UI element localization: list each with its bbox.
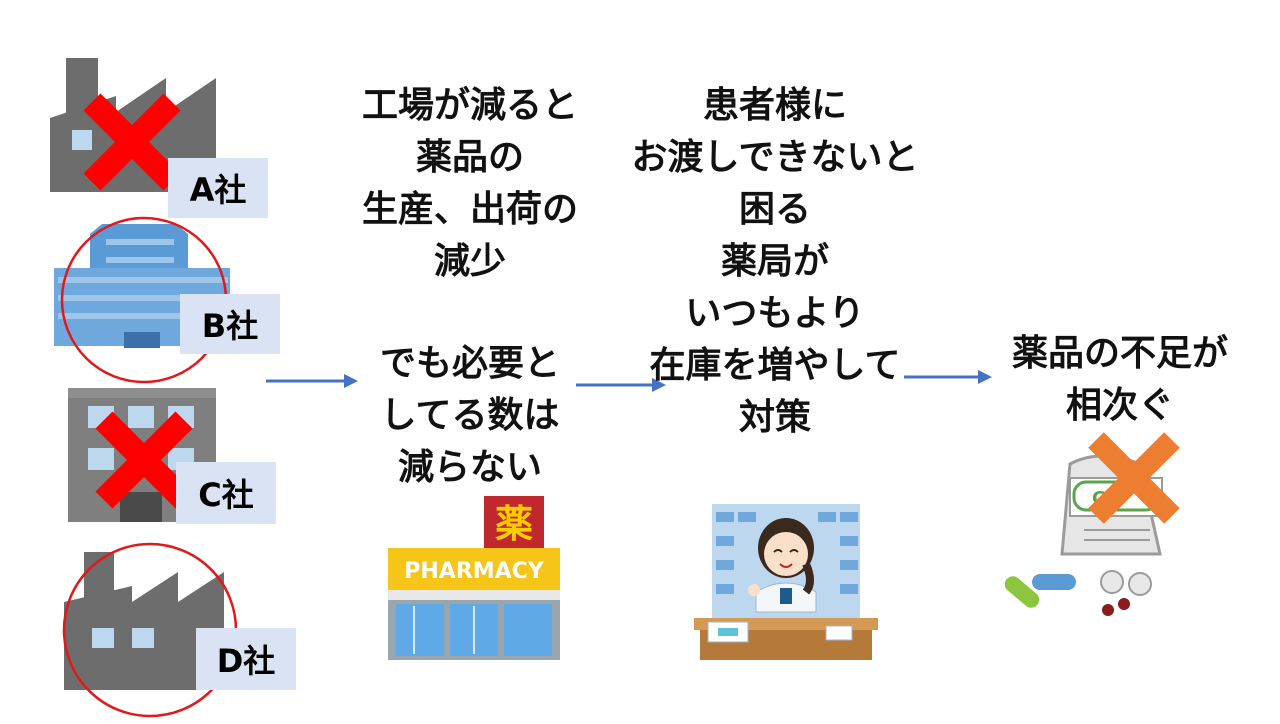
pharmacist-icon	[694, 504, 878, 660]
pharmacy-kanji-sign: 薬	[495, 502, 533, 546]
cross-mark-a	[83, 93, 181, 191]
pharmacy-icon: 薬 PHARMACY	[388, 496, 560, 660]
cross-mark-shortage	[1088, 432, 1180, 524]
company-a-label: A社	[168, 158, 268, 218]
arrow-1	[266, 374, 358, 388]
cross-mark-c	[95, 411, 193, 509]
pharmacy-sign-text: PHARMACY	[404, 559, 545, 584]
company-c-label: C社	[176, 462, 276, 524]
arrow-2	[576, 378, 666, 392]
company-b-label: B社	[180, 294, 280, 354]
step1-text-bottom: でも必要と してる数は 減らない	[379, 343, 560, 488]
step1-text-top: 工場が減ると 薬品の 生産、出荷の 減少	[361, 85, 578, 282]
step2-text: 患者様に お渡しできないと 困る 薬局が いつもより 在庫を増やして 対策	[631, 85, 919, 438]
company-d-label: D社	[196, 628, 296, 690]
step3-text: 薬品の不足が 相次ぐ	[1011, 333, 1228, 426]
arrow-3	[904, 370, 992, 384]
